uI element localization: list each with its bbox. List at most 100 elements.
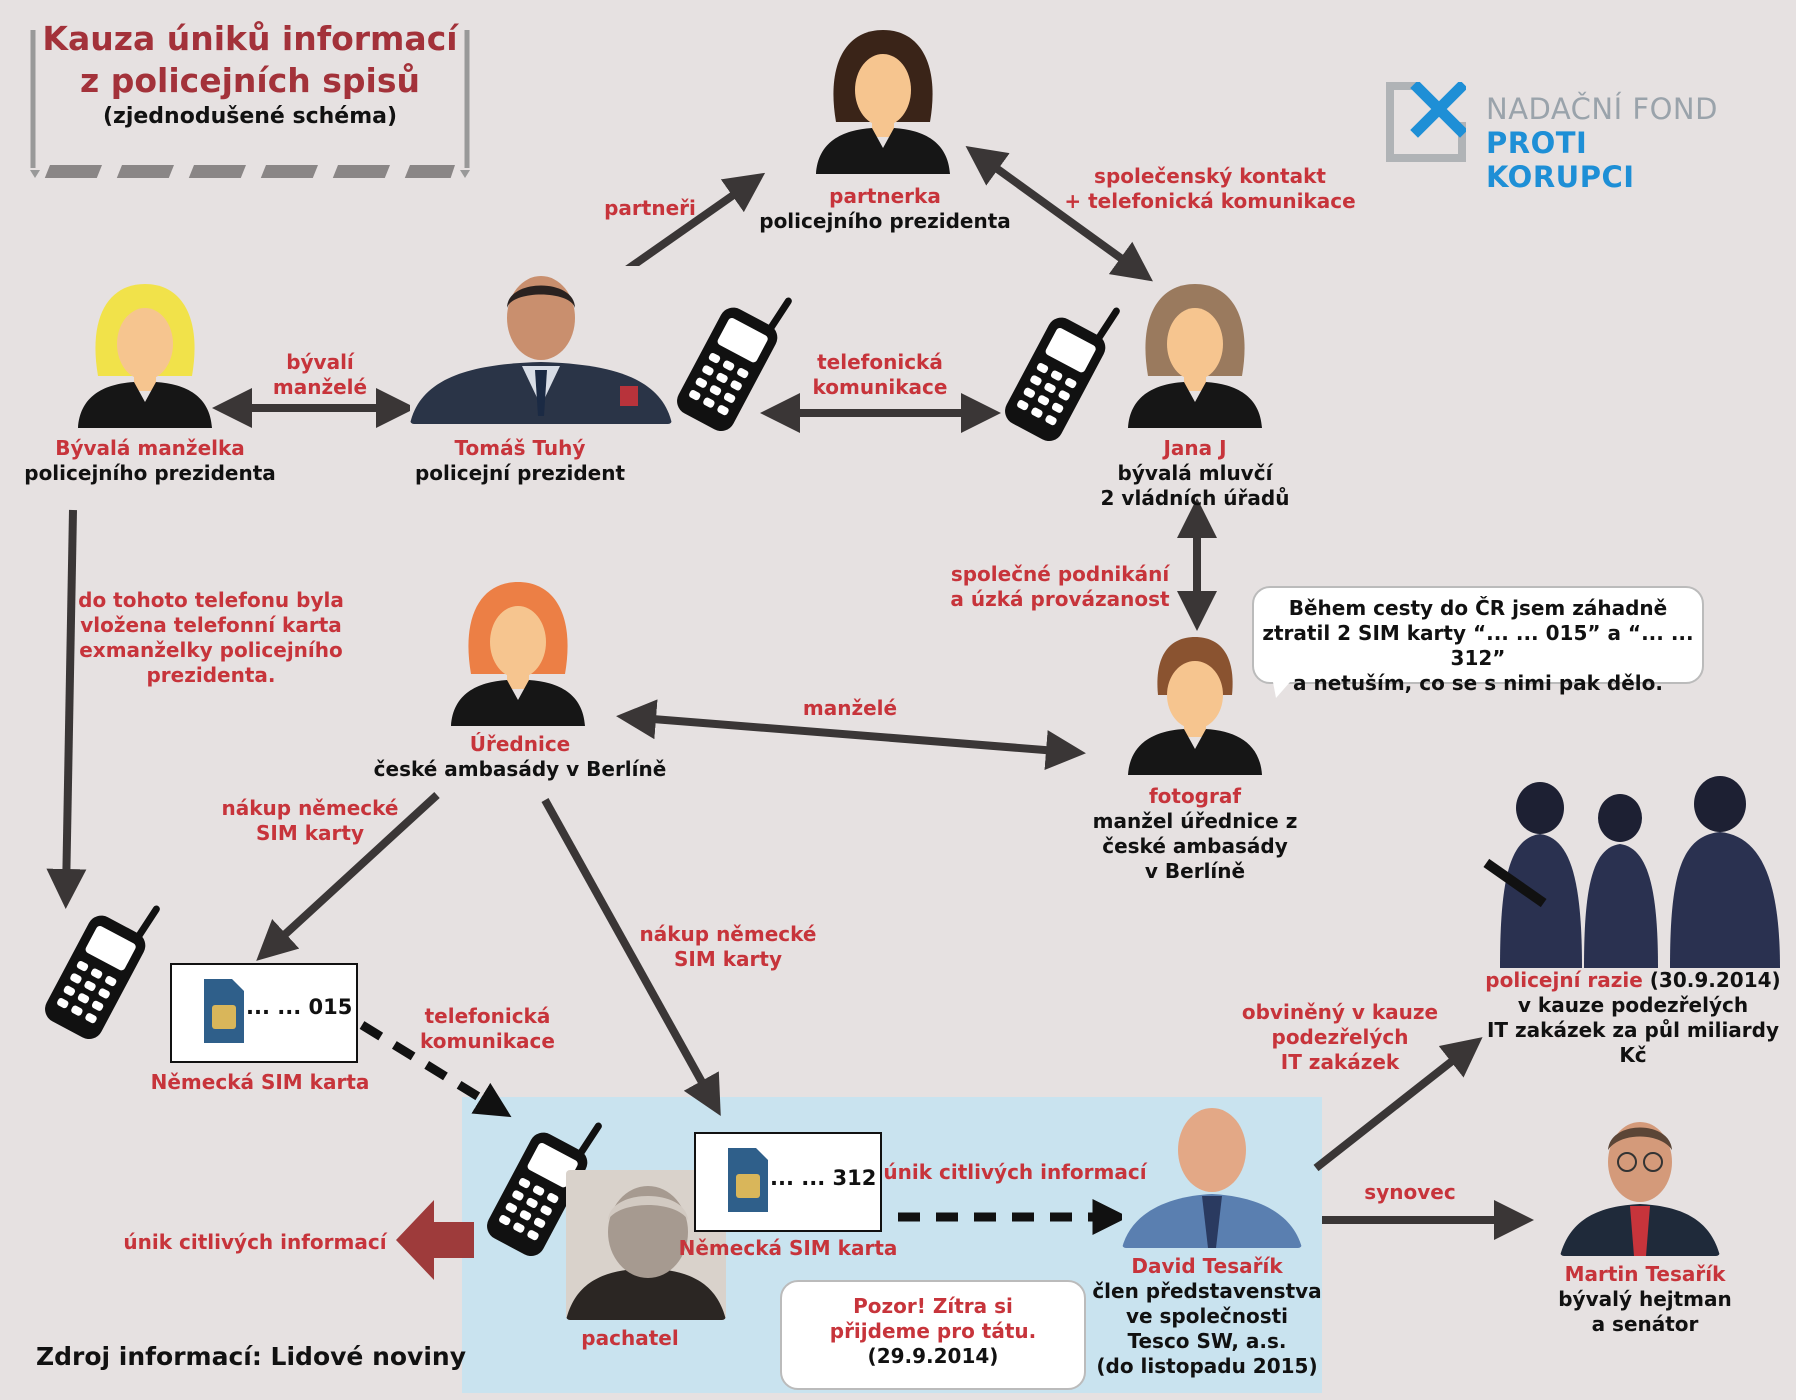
- david-desc-4: (do listopadu 2015): [1096, 1354, 1318, 1378]
- ex-wife-desc: policejního prezidenta: [24, 461, 276, 485]
- x-logo-icon: [1386, 82, 1466, 162]
- photographer-label: fotograf manžel úřednice z české ambasád…: [1080, 784, 1310, 884]
- david-name: David Tesařík: [1131, 1254, 1283, 1278]
- relation-accused-1: obviněný v kauze: [1241, 1000, 1439, 1024]
- logo-line-2: PROTI KORUPCI: [1486, 126, 1635, 194]
- president-label: Tomáš Tuhý policejní prezident: [400, 436, 640, 486]
- relation-accused-3: IT zakázek: [1280, 1050, 1400, 1074]
- relation-sim-buy-left: nákup německé SIM karty: [210, 796, 410, 846]
- sim-card-box-312: ... ... 312: [694, 1132, 882, 1232]
- raid-date: (30.9.2014): [1642, 968, 1781, 992]
- david-photo: [1122, 1100, 1302, 1248]
- title-line-1: Kauza úniků informací: [42, 19, 458, 58]
- mobile-phone-icon: [45, 905, 160, 1040]
- perpetrator-name: pachatel: [581, 1326, 679, 1350]
- david-desc-1: člen představenstva: [1092, 1279, 1322, 1303]
- sim-card-icon: [728, 1148, 768, 1212]
- relation-phone-card-4: prezidenta.: [146, 663, 276, 687]
- relation-phone-comm-2: telefonická komunikace: [405, 1004, 570, 1054]
- photographer-quote-line-3: a netuším, co se s nimi pak dělo.: [1293, 671, 1663, 695]
- raid-desc-2: IT zakázek za půl miliardy Kč: [1486, 1018, 1780, 1067]
- perpetrator-quote-line-3: (29.9.2014): [867, 1344, 999, 1368]
- arrow-phone-comm-dashed: [359, 1021, 512, 1118]
- arrow-accused: [1313, 1037, 1483, 1172]
- relation-business: společné podnikání a úzká provázanost: [940, 562, 1180, 612]
- relation-leak-left: únik citlivých informací: [123, 1230, 387, 1254]
- photographer-role: fotograf: [1148, 784, 1242, 808]
- relation-sim-buy-left-1: nákup německé: [221, 796, 399, 820]
- david-desc-2: ve společnosti: [1125, 1304, 1289, 1328]
- relation-ex-spouses-1: bývalí: [286, 350, 354, 374]
- photographer-quote-line-1: Během cesty do ČR jsem záhadně: [1288, 596, 1668, 620]
- relation-accused: obviněný v kauze podezřelých IT zakázek: [1235, 1000, 1445, 1075]
- photographer-avatar: [1128, 637, 1262, 775]
- police-raid-photo: [1480, 768, 1788, 968]
- relation-phone-comm-1: telefonická: [817, 350, 943, 374]
- relation-business-2: a úzká provázanost: [950, 587, 1170, 611]
- relation-phone-comm-2: komunikace: [812, 375, 948, 399]
- arrow-social-contact: [965, 145, 1153, 282]
- relation-ex-spouses: bývalí manželé: [250, 350, 390, 400]
- relation-leak-right: únik citlivých informací: [883, 1160, 1147, 1184]
- clerk-label: Úřednice české ambasády v Berlíně: [360, 732, 680, 782]
- partner-avatar: [816, 30, 950, 174]
- source-note: Zdroj informací: Lidové noviny: [36, 1342, 467, 1371]
- photographer-quote: Během cesty do ČR jsem záhadně ztratil 2…: [1252, 586, 1704, 695]
- ex-wife-label: Bývalá manželka policejního prezidenta: [10, 436, 290, 486]
- martin-desc-1: bývalý hejtman: [1558, 1287, 1732, 1311]
- relation-sim-buy-left-2: SIM karty: [256, 821, 364, 845]
- relation-partners: partneři: [604, 196, 696, 220]
- relation-ex-spouses-2: manželé: [272, 375, 368, 399]
- relation-phone-card-3: exmanželky policejního: [79, 638, 343, 662]
- ex-wife-role: Bývalá manželka: [55, 436, 245, 460]
- clerk-desc: české ambasády v Berlíně: [373, 757, 667, 781]
- martin-photo: [1560, 1110, 1720, 1256]
- raid-label-red: policejní razie: [1485, 968, 1643, 992]
- president-photo: [410, 266, 672, 424]
- arrow-ex-wife-phone: [46, 509, 87, 909]
- relation-spouses: manželé: [802, 696, 898, 720]
- perpetrator-quote-line-2: přijdeme pro tátu.: [829, 1319, 1037, 1343]
- title-box: Kauza úniků informací z policejních spis…: [30, 18, 470, 178]
- relation-phone-card-1: do tohoto telefonu byla: [78, 588, 344, 612]
- perpetrator-quote-line-1: Pozor! Zítra si: [853, 1294, 1013, 1318]
- partner-label: partnerka policejního prezidenta: [740, 184, 1030, 234]
- jana-desc-2: 2 vládních úřadů: [1100, 486, 1290, 510]
- arrow-sim-buy-right: [541, 798, 721, 1116]
- relation-phone-comm: telefonická komunikace: [790, 350, 970, 400]
- relation-social-contact-2: + telefonická komunikace: [1064, 189, 1356, 213]
- photographer-desc-2: české ambasády: [1102, 834, 1288, 858]
- sim-card-icon: [204, 979, 244, 1043]
- jana-avatar: [1128, 284, 1262, 428]
- relation-sim-buy-right-2: SIM karty: [674, 947, 782, 971]
- leak-left-arrow: [396, 1200, 474, 1280]
- raid-desc-1: v kauze podezřelých: [1517, 993, 1749, 1017]
- mobile-phone-icon: [677, 297, 792, 432]
- title-line-2: z policejních spisů: [80, 61, 420, 100]
- perpetrator-quote: Pozor! Zítra si přijdeme pro tátu. (29.9…: [780, 1280, 1086, 1390]
- photographer-quote-line-2: ztratil 2 SIM karty “... ... 015” a “...…: [1262, 621, 1694, 670]
- bubble-tail: [1270, 666, 1304, 698]
- president-name: Tomáš Tuhý: [454, 436, 586, 460]
- david-label: David Tesařík člen představenstva ve spo…: [1092, 1254, 1322, 1379]
- relation-accused-2: podezřelých: [1271, 1025, 1409, 1049]
- clerk-avatar: [451, 582, 585, 726]
- martin-desc-2: a senátor: [1591, 1312, 1699, 1336]
- photographer-desc-1: manžel úřednice z: [1092, 809, 1298, 833]
- relation-business-1: společné podnikání: [950, 562, 1170, 586]
- partner-role: partnerka: [829, 184, 941, 208]
- photographer-desc-3: v Berlíně: [1144, 859, 1246, 883]
- perpetrator-label: pachatel: [560, 1326, 700, 1351]
- relation-phone-card-2: vložena telefonní karta: [80, 613, 342, 637]
- sim-card-label-015: Německá SIM karta: [150, 1070, 370, 1094]
- relation-social-contact-1: společenský kontakt: [1094, 164, 1326, 188]
- relation-sim-buy-right-1: nákup německé: [639, 922, 817, 946]
- relation-nephew: synovec: [1364, 1180, 1456, 1204]
- relation-sim-buy-right: nákup německé SIM karty: [628, 922, 828, 972]
- relation-phone-comm2-2: komunikace: [420, 1029, 555, 1053]
- mobile-phone-icon: [487, 1122, 602, 1257]
- martin-name: Martin Tesařík: [1564, 1262, 1726, 1286]
- mobile-phone-icon: [1005, 307, 1120, 442]
- relation-social-contact: společenský kontakt + telefonická komuni…: [1060, 164, 1360, 214]
